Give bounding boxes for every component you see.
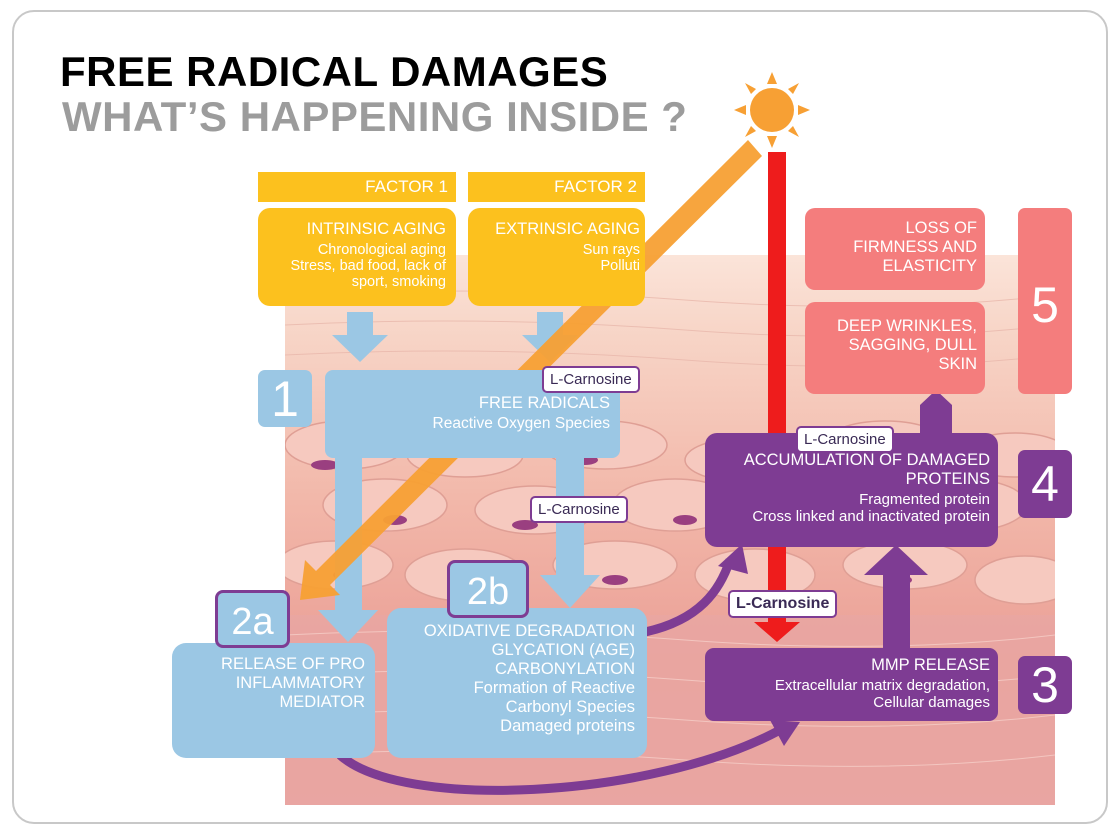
arrow-3-to-4 <box>864 545 928 650</box>
step3-title: MMP RELEASE <box>871 656 990 674</box>
arrow-factor1-to-1 <box>332 312 388 362</box>
arrow-1-to-2b <box>540 458 600 608</box>
step5-bottom-line: SKIN <box>938 355 977 373</box>
step4-line: Cross linked and inactivated protein <box>752 508 990 525</box>
step4-title: PROTEINS <box>905 470 990 488</box>
step4-line: Fragmented protein <box>859 491 990 508</box>
step2b-line: Formation of Reactive <box>473 679 635 697</box>
step1-title: FREE RADICALS <box>478 394 610 412</box>
factor1-label: FACTOR 1 <box>258 172 456 202</box>
step4-number-box: 4 <box>1018 450 1072 518</box>
step5-bottom-box: DEEP WRINKLES, SAGGING, DULL SKIN <box>805 302 985 394</box>
step3-line: Extracellular matrix degradation, <box>774 677 990 694</box>
factor2-label: FACTOR 2 <box>468 172 645 202</box>
step4-title: ACCUMULATION OF DAMAGED <box>743 451 990 469</box>
step5-top-line: FIRMNESS AND <box>853 238 977 256</box>
uv-ray-arrow <box>754 152 800 642</box>
step5-top-box: LOSS OF FIRMNESS AND ELASTICITY <box>805 208 985 290</box>
factor1-line: Stress, bad food, lack of <box>290 258 446 274</box>
arrow-factor2-to-1 <box>522 312 578 362</box>
step1-sub: Reactive Oxygen Species <box>432 415 610 432</box>
step5-top-line: LOSS OF <box>905 219 977 237</box>
step2b-line: Carbonyl Species <box>505 698 635 716</box>
step5-bottom-line: SAGGING, DULL <box>848 336 977 354</box>
step5-number-box: 5 <box>1018 208 1072 394</box>
step3-number: 3 <box>1031 657 1059 713</box>
factor1-box: INTRINSIC AGING Chronological aging Stre… <box>258 208 456 306</box>
step2a-line: MEDIATOR <box>279 693 365 711</box>
step1-box: FREE RADICALS Reactive Oxygen Species <box>325 370 620 458</box>
l-carnosine-label: L-Carnosine <box>530 496 628 523</box>
step2b-number: 2b <box>447 560 529 618</box>
step2a-line: RELEASE OF PRO <box>221 655 365 673</box>
step4-number: 4 <box>1031 456 1059 512</box>
arrow-4-to-5 <box>920 390 952 440</box>
factor1-line: sport, smoking <box>351 274 446 290</box>
factor2-line: Sun rays <box>582 242 640 258</box>
step3-number-box: 3 <box>1018 656 1072 714</box>
step3-box: MMP RELEASE Extracellular matrix degrada… <box>705 648 998 721</box>
l-carnosine-label: L-Carnosine <box>542 366 640 393</box>
step5-number: 5 <box>1031 277 1059 333</box>
factor2-line: Polluti <box>600 258 641 274</box>
l-carnosine-label: L-Carnosine <box>796 426 894 453</box>
factor2-box: EXTRINSIC AGING Sun rays Polluti <box>468 208 645 306</box>
step2a-line: INFLAMMATORY <box>235 674 365 692</box>
curve-2a-to-3 <box>336 726 783 795</box>
slide-subtitle: WHAT’S HAPPENING INSIDE ? <box>62 93 688 140</box>
step2a-box: RELEASE OF PRO INFLAMMATORY MEDIATOR <box>172 643 375 758</box>
factor1-title: INTRINSIC AGING <box>306 220 446 238</box>
step1-number: 1 <box>271 371 299 427</box>
sun-icon <box>734 72 810 148</box>
step2b-line: CARBONYLATION <box>495 660 635 678</box>
factor1-line: Chronological aging <box>317 242 446 258</box>
slide-title: FREE RADICAL DAMAGES <box>60 48 609 95</box>
step2b-line: OXIDATIVE DEGRADATION <box>423 622 635 640</box>
step3-line: Cellular damages <box>873 694 990 711</box>
step2a-number: 2a <box>215 590 290 648</box>
step2b-line: Damaged proteins <box>500 717 635 735</box>
step1-number-box: 1 <box>258 370 312 427</box>
step2b-line: GLYCATION (AGE) <box>491 641 635 659</box>
factor2-title: EXTRINSIC AGING <box>495 220 640 238</box>
step5-top-line: ELASTICITY <box>882 257 977 275</box>
l-carnosine-label: L-Carnosine <box>728 590 838 618</box>
step2b-box: OXIDATIVE DEGRADATION GLYCATION (AGE) CA… <box>387 608 647 758</box>
curve-2b-to-4 <box>644 558 735 637</box>
step5-bottom-line: DEEP WRINKLES, <box>837 317 977 335</box>
